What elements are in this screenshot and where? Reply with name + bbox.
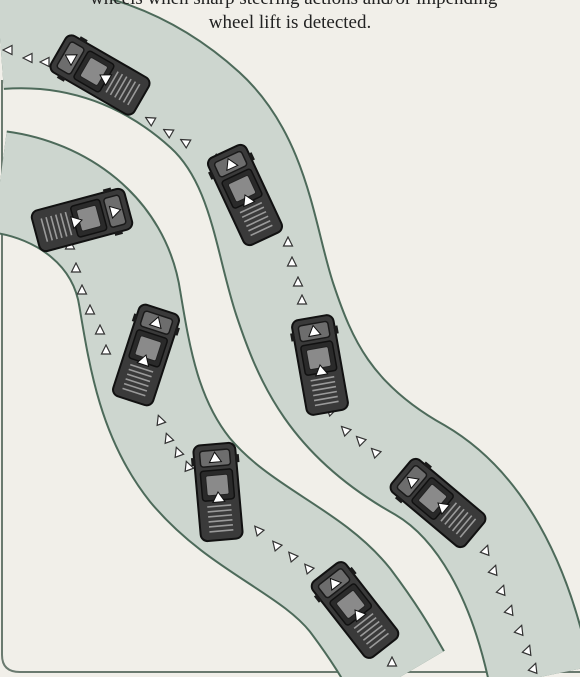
caption-line-1: wheels when sharp steering actions and/o… [90, 0, 580, 11]
caption-line-2: wheel lift is detected. [0, 11, 580, 35]
